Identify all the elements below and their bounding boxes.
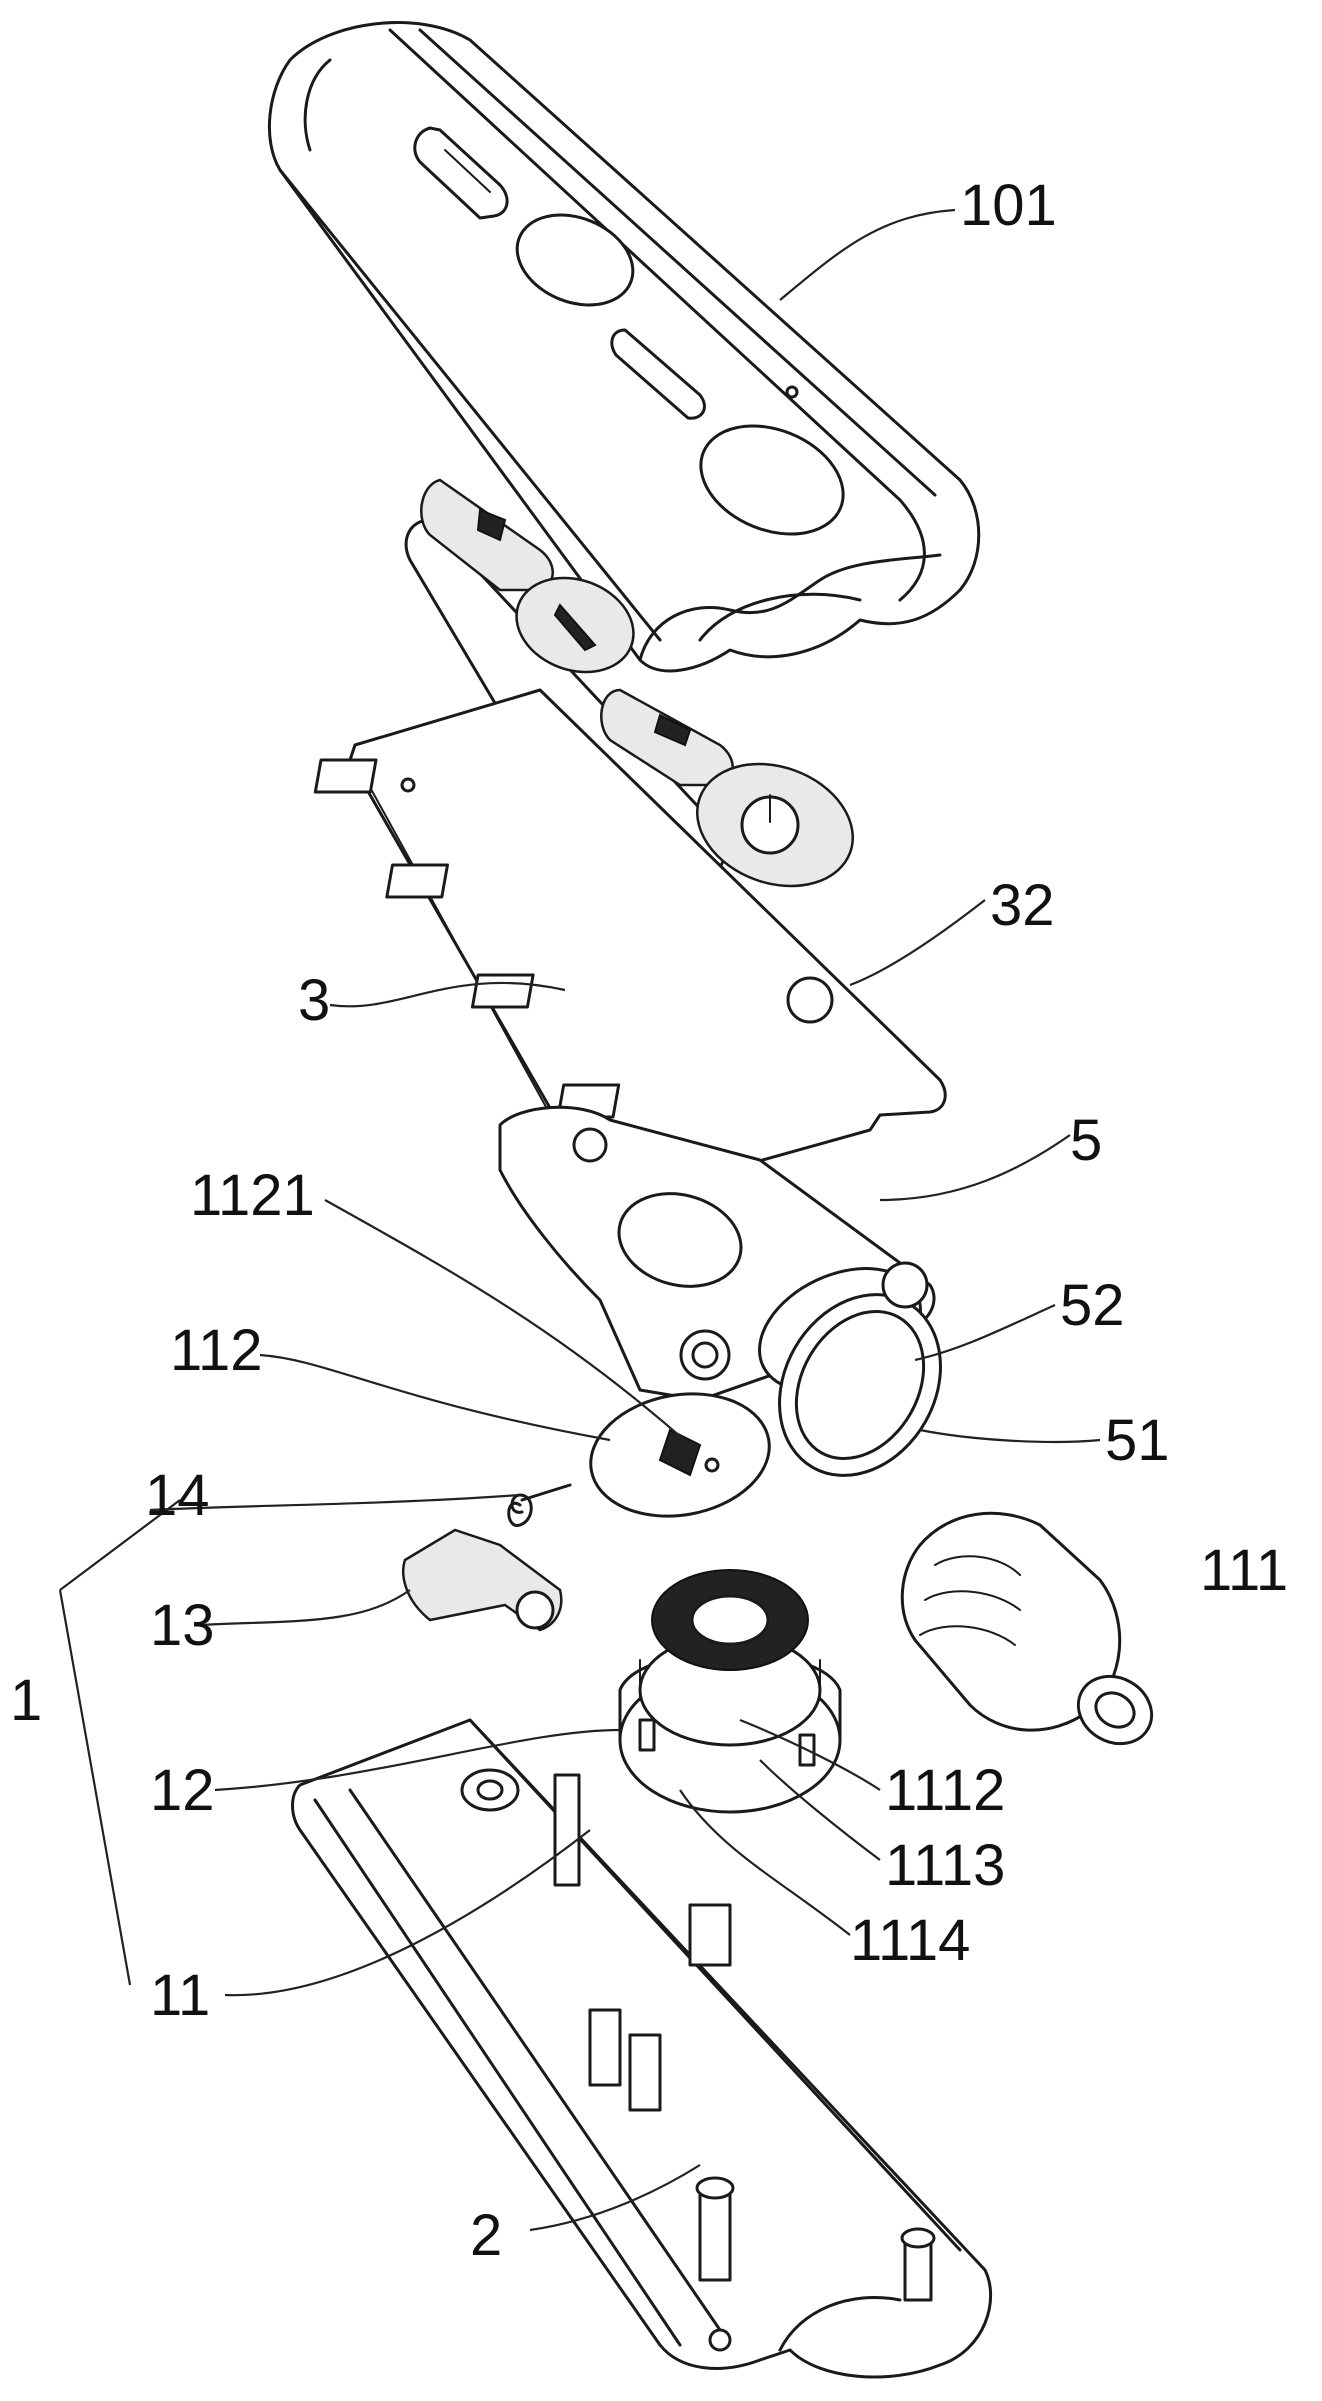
label-112: 112 — [170, 1318, 262, 1383]
label-101: 101 — [960, 173, 1057, 238]
label-111: 111 — [1200, 1538, 1288, 1603]
label-1112: 1112 — [885, 1758, 1005, 1823]
label-14: 14 — [145, 1463, 210, 1528]
latch-13 — [403, 1530, 561, 1630]
label-12: 12 — [150, 1758, 215, 1823]
label-32: 32 — [990, 873, 1055, 938]
disc-112 — [581, 1380, 779, 1529]
label-3: 3 — [298, 968, 330, 1033]
label-5: 5 — [1070, 1108, 1102, 1173]
label-2: 2 — [470, 2203, 502, 2268]
label-1: 1 — [10, 1668, 42, 1733]
spring-14 — [509, 1485, 570, 1525]
label-13: 13 — [150, 1593, 215, 1658]
label-11: 11 — [150, 1963, 210, 2028]
label-1114: 1114 — [850, 1908, 970, 1973]
spool-111 — [620, 1570, 840, 1812]
top-housing-101 — [269, 23, 978, 671]
label-52: 52 — [1060, 1273, 1125, 1338]
label-51: 51 — [1105, 1408, 1170, 1473]
earbud — [902, 1513, 1164, 1756]
label-1113: 1113 — [885, 1833, 1005, 1898]
label-1121: 1121 — [190, 1163, 315, 1228]
